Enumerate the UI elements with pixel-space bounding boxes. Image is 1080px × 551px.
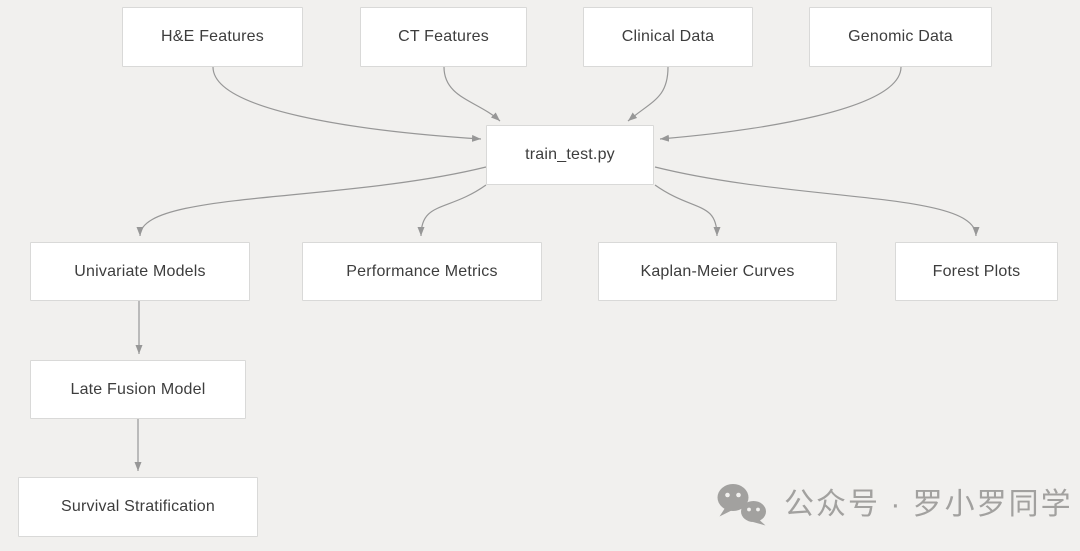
node-performance-metrics: Performance Metrics <box>302 242 542 301</box>
node-train-test-py: train_test.py <box>486 125 654 185</box>
edge-genomic-data-to-train-test-py <box>659 66 902 142</box>
node-label: Genomic Data <box>848 28 953 45</box>
node-late-fusion-model: Late Fusion Model <box>30 360 246 419</box>
edge-train-test-py-to-performance-metrics <box>417 184 487 237</box>
node-univariate-models: Univariate Models <box>30 242 250 301</box>
node-genomic-data: Genomic Data <box>809 7 992 67</box>
node-label: CT Features <box>398 28 489 45</box>
node-label: Kaplan-Meier Curves <box>640 262 795 280</box>
node-label: Univariate Models <box>74 262 206 280</box>
node-ct-features: CT Features <box>360 7 527 67</box>
node-label: Late Fusion Model <box>70 380 206 398</box>
node-clinical-data: Clinical Data <box>583 7 753 67</box>
node-forest-plots: Forest Plots <box>895 242 1058 301</box>
node-he-features: H&E Features <box>122 7 303 67</box>
edge-clinical-data-to-train-test-py <box>627 66 669 122</box>
node-label: H&E Features <box>161 28 264 45</box>
node-label: train_test.py <box>525 146 615 163</box>
edge-he-features-to-train-test-py <box>212 66 482 142</box>
watermark: 公众号 · 罗小罗同学 <box>716 483 1073 527</box>
node-label: Survival Stratification <box>61 498 215 515</box>
node-kaplan-meier-curves: Kaplan-Meier Curves <box>598 242 837 301</box>
wechat-icon <box>717 484 766 526</box>
edge-train-test-py-to-univariate-models <box>136 166 487 237</box>
node-survival-stratification: Survival Stratification <box>18 477 258 537</box>
edge-ct-features-to-train-test-py <box>443 66 501 122</box>
edge-train-test-py-to-kaplan-meier-curves <box>654 184 721 237</box>
node-label: Forest Plots <box>932 262 1021 280</box>
edge-train-test-py-to-forest-plots <box>654 166 980 237</box>
node-label: Performance Metrics <box>346 262 498 280</box>
node-label: Clinical Data <box>621 28 715 45</box>
watermark-text: 公众号 · 罗小罗同学 <box>784 488 1073 521</box>
